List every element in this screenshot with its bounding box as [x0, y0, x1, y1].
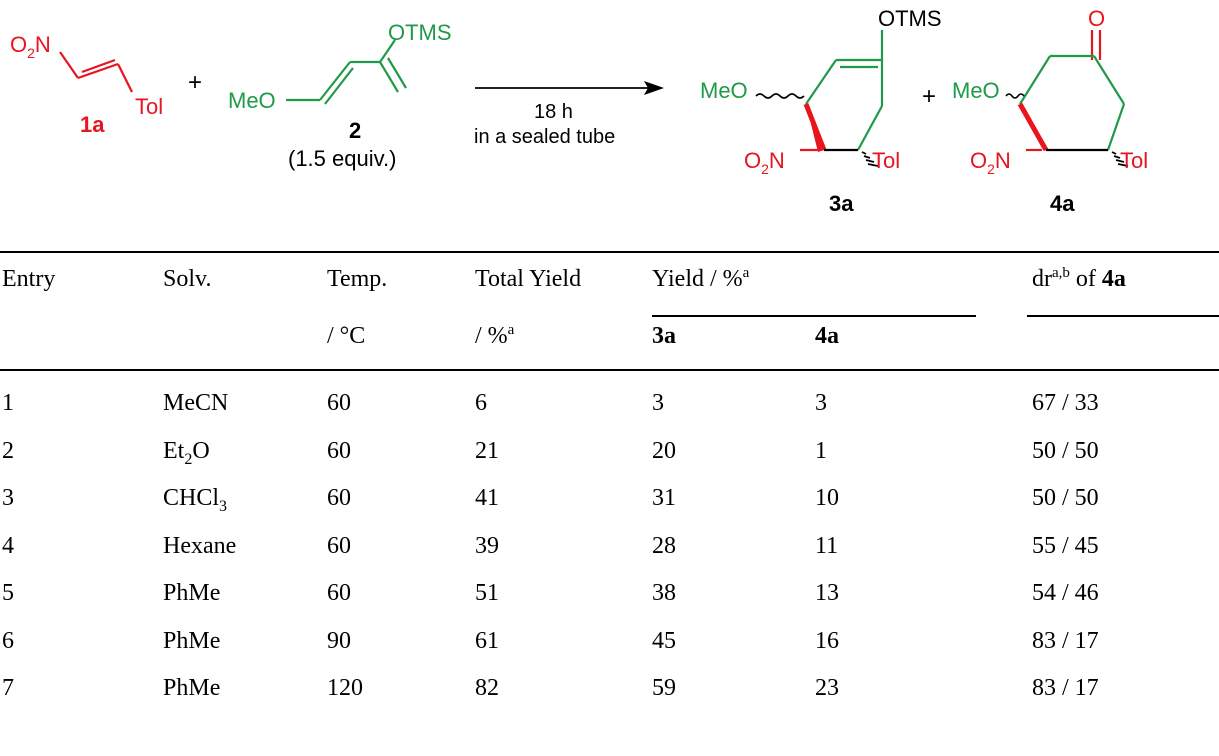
cell-total: 61 — [475, 627, 499, 654]
c4a-meo-label: MeO — [952, 78, 1000, 103]
plus-sign-1: + — [188, 69, 202, 96]
cell-total: 82 — [475, 675, 499, 701]
c2-double-bond-b — [324, 67, 354, 105]
cell-y3a: 45 — [652, 627, 676, 654]
c1a-bond-tol — [117, 63, 133, 93]
cell-entry: 1 — [2, 390, 14, 416]
cell-y3a: 31 — [652, 485, 676, 511]
cell-y3a: 38 — [652, 580, 676, 606]
c2-exo-bond-b — [387, 57, 407, 89]
header-total-yield-unit: / %a — [475, 322, 515, 350]
cell-solv: Hexane — [163, 532, 237, 559]
cell-dr: 83 / 17 — [1032, 675, 1099, 701]
header-total-yield: Total Yield — [475, 266, 582, 292]
plus-sign-2: + — [922, 83, 936, 110]
cell-temp: 60 — [327, 437, 351, 464]
cell-y4a: 10 — [815, 485, 839, 511]
header-dr: dra,b of 4a — [1032, 265, 1126, 293]
c2-compound-label: 2 — [349, 118, 361, 143]
c3a-no2-label: O2N — [744, 148, 785, 177]
c3a-tol-label: Tol — [872, 148, 900, 173]
cell-solv: PhMe — [163, 627, 221, 654]
compound-4a: O MeO O2N Tol 4a — [952, 6, 1148, 216]
cell-dr: 55 / 45 — [1032, 532, 1099, 559]
cell-entry: 3 — [2, 485, 14, 511]
c4a-ketone-o-label: O — [1088, 6, 1105, 31]
c2-bond-otms — [379, 39, 396, 63]
cell-total: 21 — [475, 437, 499, 464]
cell-total: 39 — [475, 532, 499, 559]
arrow-condition-vessel: in a sealed tube — [474, 126, 615, 148]
c2-otms-label: OTMS — [388, 20, 452, 45]
arrow-condition-time: 18 h — [534, 101, 573, 123]
c2-equiv-label: (1.5 equiv.) — [288, 146, 396, 171]
c3a-meo-label: MeO — [700, 78, 748, 103]
cell-temp: 60 — [327, 485, 351, 511]
cell-entry: 6 — [2, 627, 14, 654]
cell-entry: 2 — [2, 437, 14, 464]
cell-y4a: 11 — [815, 532, 839, 559]
c1a-compound-label: 1a — [80, 112, 105, 137]
cell-solv: PhMe — [163, 675, 221, 701]
reaction-arrow: 18 h in a sealed tube — [474, 81, 664, 148]
cell-temp: 60 — [327, 532, 351, 559]
reaction-scheme: O2N Tol 1a + MeO OTMS 2 (1.5 equiv.) 18 … — [10, 6, 1148, 216]
cell-y3a: 20 — [652, 437, 676, 464]
header-temp: Temp. — [327, 266, 388, 292]
header-yield-3a: 3a — [652, 323, 676, 349]
c1a-bond-n — [59, 51, 79, 79]
cell-y4a: 1 — [815, 437, 827, 464]
c1a-tol-label: Tol — [135, 94, 163, 119]
c4a-tol-label: Tol — [1120, 148, 1148, 173]
cell-y3a: 59 — [652, 675, 676, 701]
compound-3a: OTMS MeO O2N Tol 3a — [700, 6, 942, 216]
cell-temp: 90 — [327, 627, 351, 654]
c2-double-bond-a — [319, 61, 351, 101]
compound-1a: O2N Tol 1a — [10, 32, 163, 137]
cell-dr: 50 / 50 — [1032, 437, 1099, 464]
cell-dr: 54 / 46 — [1032, 580, 1099, 606]
dr-sub-rule — [1027, 315, 1219, 317]
cell-y3a: 3 — [652, 390, 664, 416]
cell-solv: PhMe — [163, 580, 221, 606]
header-yield-4a: 4a — [815, 323, 839, 349]
cell-dr: 50 / 50 — [1032, 485, 1099, 511]
cell-dr: 67 / 33 — [1032, 390, 1099, 416]
c2-meo-label: MeO — [228, 88, 276, 113]
header-bottom-rule — [0, 369, 1219, 371]
cell-y4a: 16 — [815, 627, 839, 654]
cell-dr: 83 / 17 — [1032, 627, 1099, 654]
c1a-double-bond — [77, 62, 119, 80]
cell-solv: CHCl3 — [163, 485, 228, 515]
header-entry: Entry — [2, 266, 56, 292]
c3a-compound-label: 3a — [829, 191, 854, 216]
cell-temp: 120 — [327, 675, 363, 701]
cell-temp: 60 — [327, 580, 351, 606]
table-top-rule — [0, 251, 1219, 253]
header-solvent: Solv. — [163, 266, 212, 292]
cell-y4a: 13 — [815, 580, 839, 606]
header-yield: Yield / %a — [652, 265, 750, 293]
cell-total: 41 — [475, 485, 499, 511]
cell-solv: MeCN — [163, 390, 229, 416]
compound-2: MeO OTMS 2 (1.5 equiv.) — [228, 20, 452, 171]
c2-exo-bond-a — [379, 61, 399, 93]
c4a-compound-label: 4a — [1050, 191, 1075, 216]
cell-y4a: 3 — [815, 390, 827, 416]
cell-total: 51 — [475, 580, 499, 606]
c1a-no2-label: O2N — [10, 32, 51, 61]
cell-total: 6 — [475, 390, 487, 416]
cell-temp: 60 — [327, 390, 351, 416]
yield-sub-rule — [652, 315, 976, 317]
cell-entry: 5 — [2, 580, 14, 606]
c4a-no2-label: O2N — [970, 148, 1011, 177]
header-temp-unit: / °C — [327, 323, 366, 349]
c1a-double-bond-2 — [81, 58, 116, 74]
cell-y4a: 23 — [815, 675, 839, 701]
cell-y3a: 28 — [652, 532, 676, 559]
cell-entry: 7 — [2, 675, 14, 701]
cell-entry: 4 — [2, 532, 14, 559]
c3a-otms-label: OTMS — [878, 6, 942, 31]
cell-solv: Et2O — [163, 437, 210, 468]
